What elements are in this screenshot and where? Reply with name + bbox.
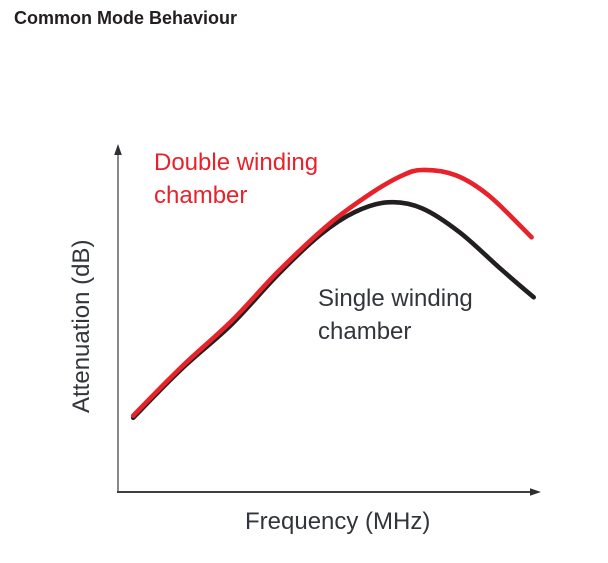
single-winding-label: Single winding chamber [318, 285, 473, 345]
double-winding-label: Double winding chamber [154, 149, 319, 209]
x-axis-arrow-icon [530, 488, 541, 496]
double-winding-curve [130, 167, 534, 418]
figure-title: Common Mode Behaviour [14, 8, 238, 28]
y-axis-label: Attenuation (dB) [68, 239, 95, 413]
x-axis-label: Frequency (MHz) [245, 508, 431, 535]
y-axis-arrow-icon [114, 144, 122, 155]
axes [114, 144, 541, 496]
